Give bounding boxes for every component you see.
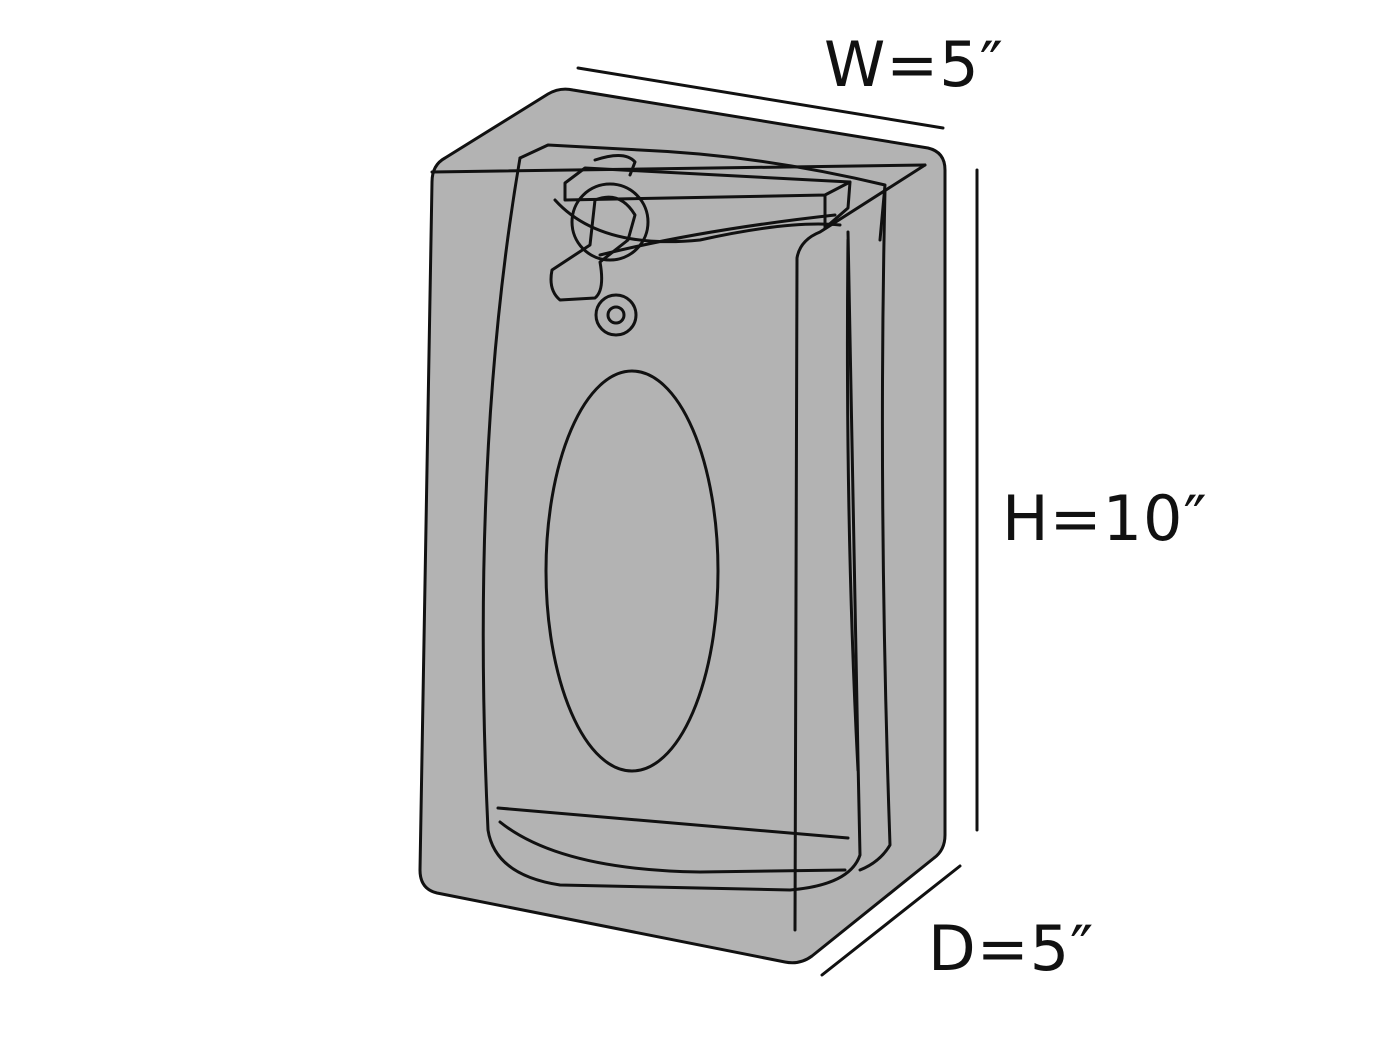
cutter-head: [549, 195, 637, 302]
width-dimension-line: [576, 66, 945, 130]
cutter-top: [593, 154, 637, 177]
lever-strap: [553, 198, 842, 257]
depth-dimension-line: [820, 864, 962, 977]
cutter-wheel: [594, 293, 638, 337]
inner-side-line: [845, 238, 860, 772]
cover-silhouette: [418, 87, 947, 965]
base-tray: [496, 806, 850, 874]
front-right-edge: [793, 163, 927, 932]
cutter-ring: [570, 182, 650, 262]
lever-handle: [563, 166, 852, 230]
oval-window: [544, 369, 720, 773]
cutter-wheel-hub: [606, 305, 626, 325]
depth-label: D=5″: [928, 912, 1095, 985]
appliance-top: [518, 143, 887, 242]
front-top-edge: [430, 163, 927, 174]
width-label: W=5″: [824, 28, 1004, 101]
appliance-side: [858, 188, 892, 872]
appliance-outline: [481, 156, 862, 892]
height-label: H=10″: [1002, 482, 1208, 555]
